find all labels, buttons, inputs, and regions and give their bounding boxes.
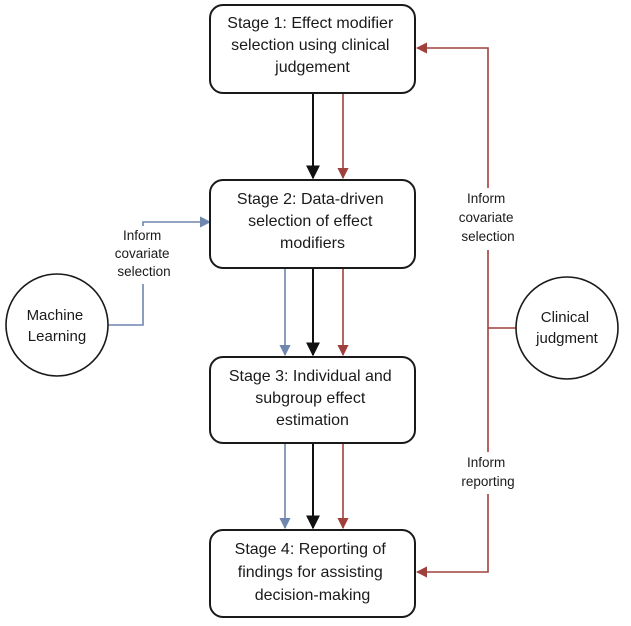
stage-1-box: Stage 1: Effect modifier selection using… [209, 4, 416, 94]
stage-3-line-1: Stage 3: Individual and [229, 368, 392, 385]
clinical-judgment-node: Clinical judgment [515, 276, 619, 380]
label-ml-inform-covariate-selection: Inform covariate selection [115, 228, 174, 279]
stage-2-box: Stage 2: Data-driven selection of effect… [209, 179, 416, 269]
stage-3-line-3: estimation [276, 412, 349, 429]
svg-text:Clinical judgment: Clinical judgment [535, 309, 599, 347]
label-cj-rep-line-1: Inform [467, 455, 505, 470]
label-bg-cj-inform-reporting [455, 452, 521, 494]
clinical-judgment-line-1: Clinical [541, 309, 589, 326]
svg-text:Machine Learning: Machine Learning [27, 307, 88, 345]
stage-4-box: Stage 4: Reporting of findings for assis… [209, 529, 416, 618]
stage-2-line-3: modifiers [280, 235, 345, 252]
label-cj-rep-line-2: reporting [461, 474, 514, 489]
stage-1-line-3: judgement [274, 59, 350, 76]
stage-2-line-2: selection of effect [248, 213, 373, 230]
clinical-judgment-line-2: judgment [535, 330, 599, 347]
stage-1-line-1: Stage 1: Effect modifier [227, 15, 394, 32]
machine-learning-line-2: Learning [28, 328, 86, 345]
stage-1-line-2: selection using clinical [231, 37, 389, 54]
label-bg-cj-inform-covariate [455, 188, 521, 250]
stage-4-line-1: Stage 4: Reporting of [235, 541, 387, 558]
stage-2-line-1: Stage 2: Data-driven [237, 191, 384, 208]
label-bg-ml-inform [103, 226, 185, 284]
stage-3-line-2: subgroup effect [255, 390, 366, 407]
label-cj-cov-line-3: selection [461, 229, 514, 244]
svg-text:Stage 3: Individual and: Stage 3: Individual and subgroup effect … [229, 368, 396, 429]
machine-learning-line-1: Machine [27, 307, 84, 324]
label-cj-cov-line-1: Inform [467, 191, 505, 206]
stage-4-line-3: decision-making [255, 587, 371, 604]
label-ml-line-3: selection [117, 264, 170, 279]
machine-learning-node: Machine Learning [5, 273, 109, 377]
stage-3-box: Stage 3: Individual and subgroup effect … [209, 356, 416, 444]
label-ml-line-2: covariate [115, 246, 170, 261]
label-cj-inform-covariate-selection: Inform covariate selection [459, 191, 518, 244]
label-cj-cov-line-2: covariate [459, 210, 514, 225]
stage-4-line-2: findings for assisting [238, 564, 383, 581]
label-cj-inform-reporting: Inform reporting [461, 455, 514, 489]
svg-text:Stage 1: Effect modifier: Stage 1: Effect modifier selection using… [227, 15, 397, 76]
label-ml-line-1: Inform [123, 228, 161, 243]
svg-text:Stage 4: Reporting of fi: Stage 4: Reporting of findings for assis… [235, 541, 391, 604]
svg-text:Stage 2: Data-driven sel: Stage 2: Data-driven selection of effect… [237, 191, 388, 252]
connector-clinical-to-stage4 [415, 328, 489, 578]
